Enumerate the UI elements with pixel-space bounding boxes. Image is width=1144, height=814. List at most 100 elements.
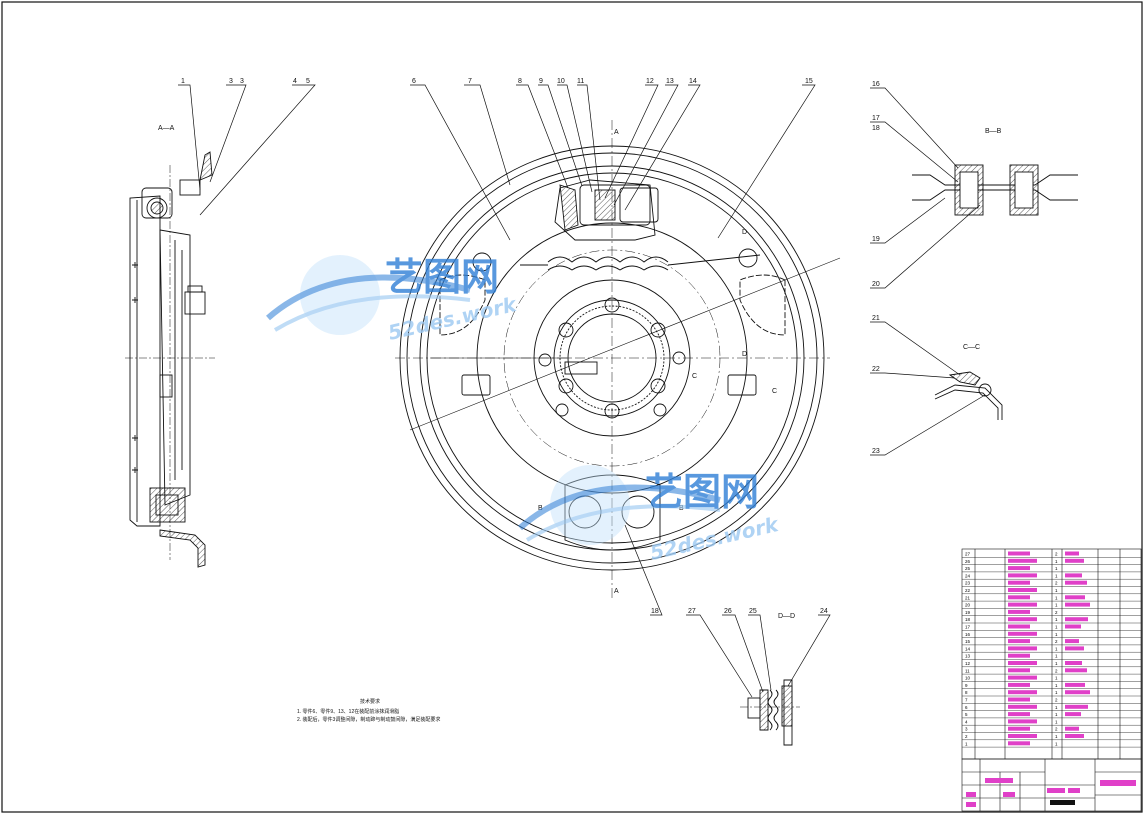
parts-row-number: 16: [965, 632, 971, 637]
parts-row-qty: 1: [1055, 588, 1058, 593]
parts-row-material-redacted: [1065, 602, 1090, 607]
parts-row-material-redacted: [1065, 661, 1082, 665]
parts-row-number: 1: [965, 741, 968, 746]
parts-row-qty: 2: [1055, 610, 1058, 615]
title-block: [961, 758, 1142, 812]
section-a-a-label: A—A: [158, 125, 175, 132]
parts-row-name-redacted: [1008, 551, 1030, 556]
parts-row-material-redacted: [1065, 580, 1087, 585]
balloon-25: 25: [749, 608, 757, 615]
parts-row-number: 5: [965, 712, 968, 717]
parts-row-name-redacted: [1008, 697, 1030, 702]
parts-row-material-redacted: [1065, 734, 1084, 738]
balloon-12: 12: [646, 78, 654, 85]
parts-row-name-redacted: [1008, 617, 1037, 622]
parts-row-qty: 1: [1055, 617, 1058, 622]
parts-row-qty: 1: [1055, 676, 1058, 681]
balloon-21: 21: [872, 315, 880, 322]
parts-row-name-redacted: [1008, 653, 1030, 658]
section-a-a-view: A—A: [125, 125, 215, 568]
parts-row-material-redacted: [1065, 704, 1088, 709]
parts-row-number: 11: [965, 668, 970, 673]
parts-row-qty: 1: [1055, 632, 1058, 637]
parts-row-number: 26: [965, 559, 971, 564]
parts-row-qty: 1: [1055, 625, 1058, 630]
parts-row-name-redacted: [1008, 704, 1037, 709]
parts-row-name-redacted: [1008, 631, 1037, 636]
parts-row-number: 22: [965, 588, 971, 593]
parts-row-qty: 2: [1055, 668, 1058, 673]
parts-row-number: 10: [965, 676, 971, 681]
balloon-5: 5: [306, 78, 310, 85]
balloon-3b: 3: [240, 78, 244, 85]
balloon-15: 15: [805, 78, 813, 85]
parts-row-qty: 1: [1055, 719, 1058, 724]
parts-row-qty: 1: [1055, 690, 1058, 695]
parts-row-number: 23: [965, 581, 971, 586]
parts-row-qty: 1: [1055, 566, 1058, 571]
parts-row-material-redacted: [1065, 551, 1079, 556]
parts-row-name-redacted: [1008, 741, 1030, 746]
parts-row-name-redacted: [1008, 602, 1037, 607]
cut-c-left-label: C: [692, 373, 697, 380]
parts-row-qty: 1: [1055, 595, 1058, 600]
cut-c-right-label: C: [772, 388, 777, 395]
balloon-11: 11: [577, 78, 584, 85]
parts-row-qty: 1: [1055, 573, 1058, 578]
parts-row-material-redacted: [1065, 617, 1088, 622]
parts-row-number: 19: [965, 610, 971, 615]
parts-row-material-redacted: [1065, 646, 1084, 651]
parts-row-material-redacted: [1065, 726, 1079, 731]
parts-row-name-redacted: [1008, 661, 1037, 665]
parts-row-name-redacted: [1008, 588, 1037, 592]
parts-row-name-redacted: [1008, 726, 1030, 731]
parts-row-number: 7: [965, 698, 968, 703]
parts-row-number: 9: [965, 683, 968, 688]
cut-a-top-label: A: [614, 129, 619, 136]
watermark-cn-text: 艺图网: [385, 255, 499, 299]
parts-row-number: 4: [965, 719, 968, 724]
balloon-22: 22: [872, 366, 880, 373]
parts-row-name-redacted: [1008, 624, 1030, 629]
parts-row-number: 13: [965, 654, 971, 659]
parts-row-name-redacted: [1008, 595, 1030, 600]
balloon-17: 17: [872, 115, 880, 122]
parts-row-material-redacted: [1065, 690, 1090, 695]
balloon-26: 26: [724, 608, 732, 615]
parts-row-qty: 1: [1055, 559, 1058, 564]
parts-row-number: 27: [965, 552, 971, 557]
parts-row-number: 3: [965, 727, 968, 732]
parts-row-name-redacted: [1008, 558, 1037, 563]
parts-row-number: 2: [965, 734, 968, 739]
cut-a-bottom-label: A: [614, 588, 619, 595]
balloon-6: 6: [412, 78, 416, 85]
parts-row-name-redacted: [1008, 675, 1037, 680]
watermark-globe-icon: [266, 255, 471, 335]
balloon-9: 9: [539, 78, 543, 85]
parts-row-number: 24: [965, 573, 971, 578]
balloon-8: 8: [518, 78, 522, 85]
notes-title: 技术要求: [360, 698, 380, 705]
parts-row-qty: 2: [1055, 727, 1058, 732]
balloon-4: 4: [293, 78, 297, 85]
balloon-16: 16: [872, 81, 880, 88]
parts-row-number: 8: [965, 690, 968, 695]
title-drawing-name-redacted: [1100, 780, 1136, 786]
section-b-b-view: B—B: [912, 128, 1078, 216]
section-c-c-label: C—C: [963, 344, 980, 351]
parts-row-name-redacted: [1008, 580, 1030, 585]
balloon-7: 7: [468, 78, 472, 85]
balloon-3a: 3: [229, 78, 233, 85]
parts-row-qty: 2: [1055, 698, 1058, 703]
parts-row-qty: 2: [1055, 639, 1058, 644]
watermark-cn-text-2: 艺图网: [645, 470, 759, 514]
parts-row-number: 12: [965, 661, 971, 666]
parts-row-qty: 1: [1055, 683, 1058, 688]
parts-row-qty: 1: [1055, 741, 1058, 746]
main-front-view: A A B B C C D D: [395, 120, 841, 600]
parts-row-number: 25: [965, 566, 971, 571]
balloon-18b: 18: [651, 608, 659, 615]
